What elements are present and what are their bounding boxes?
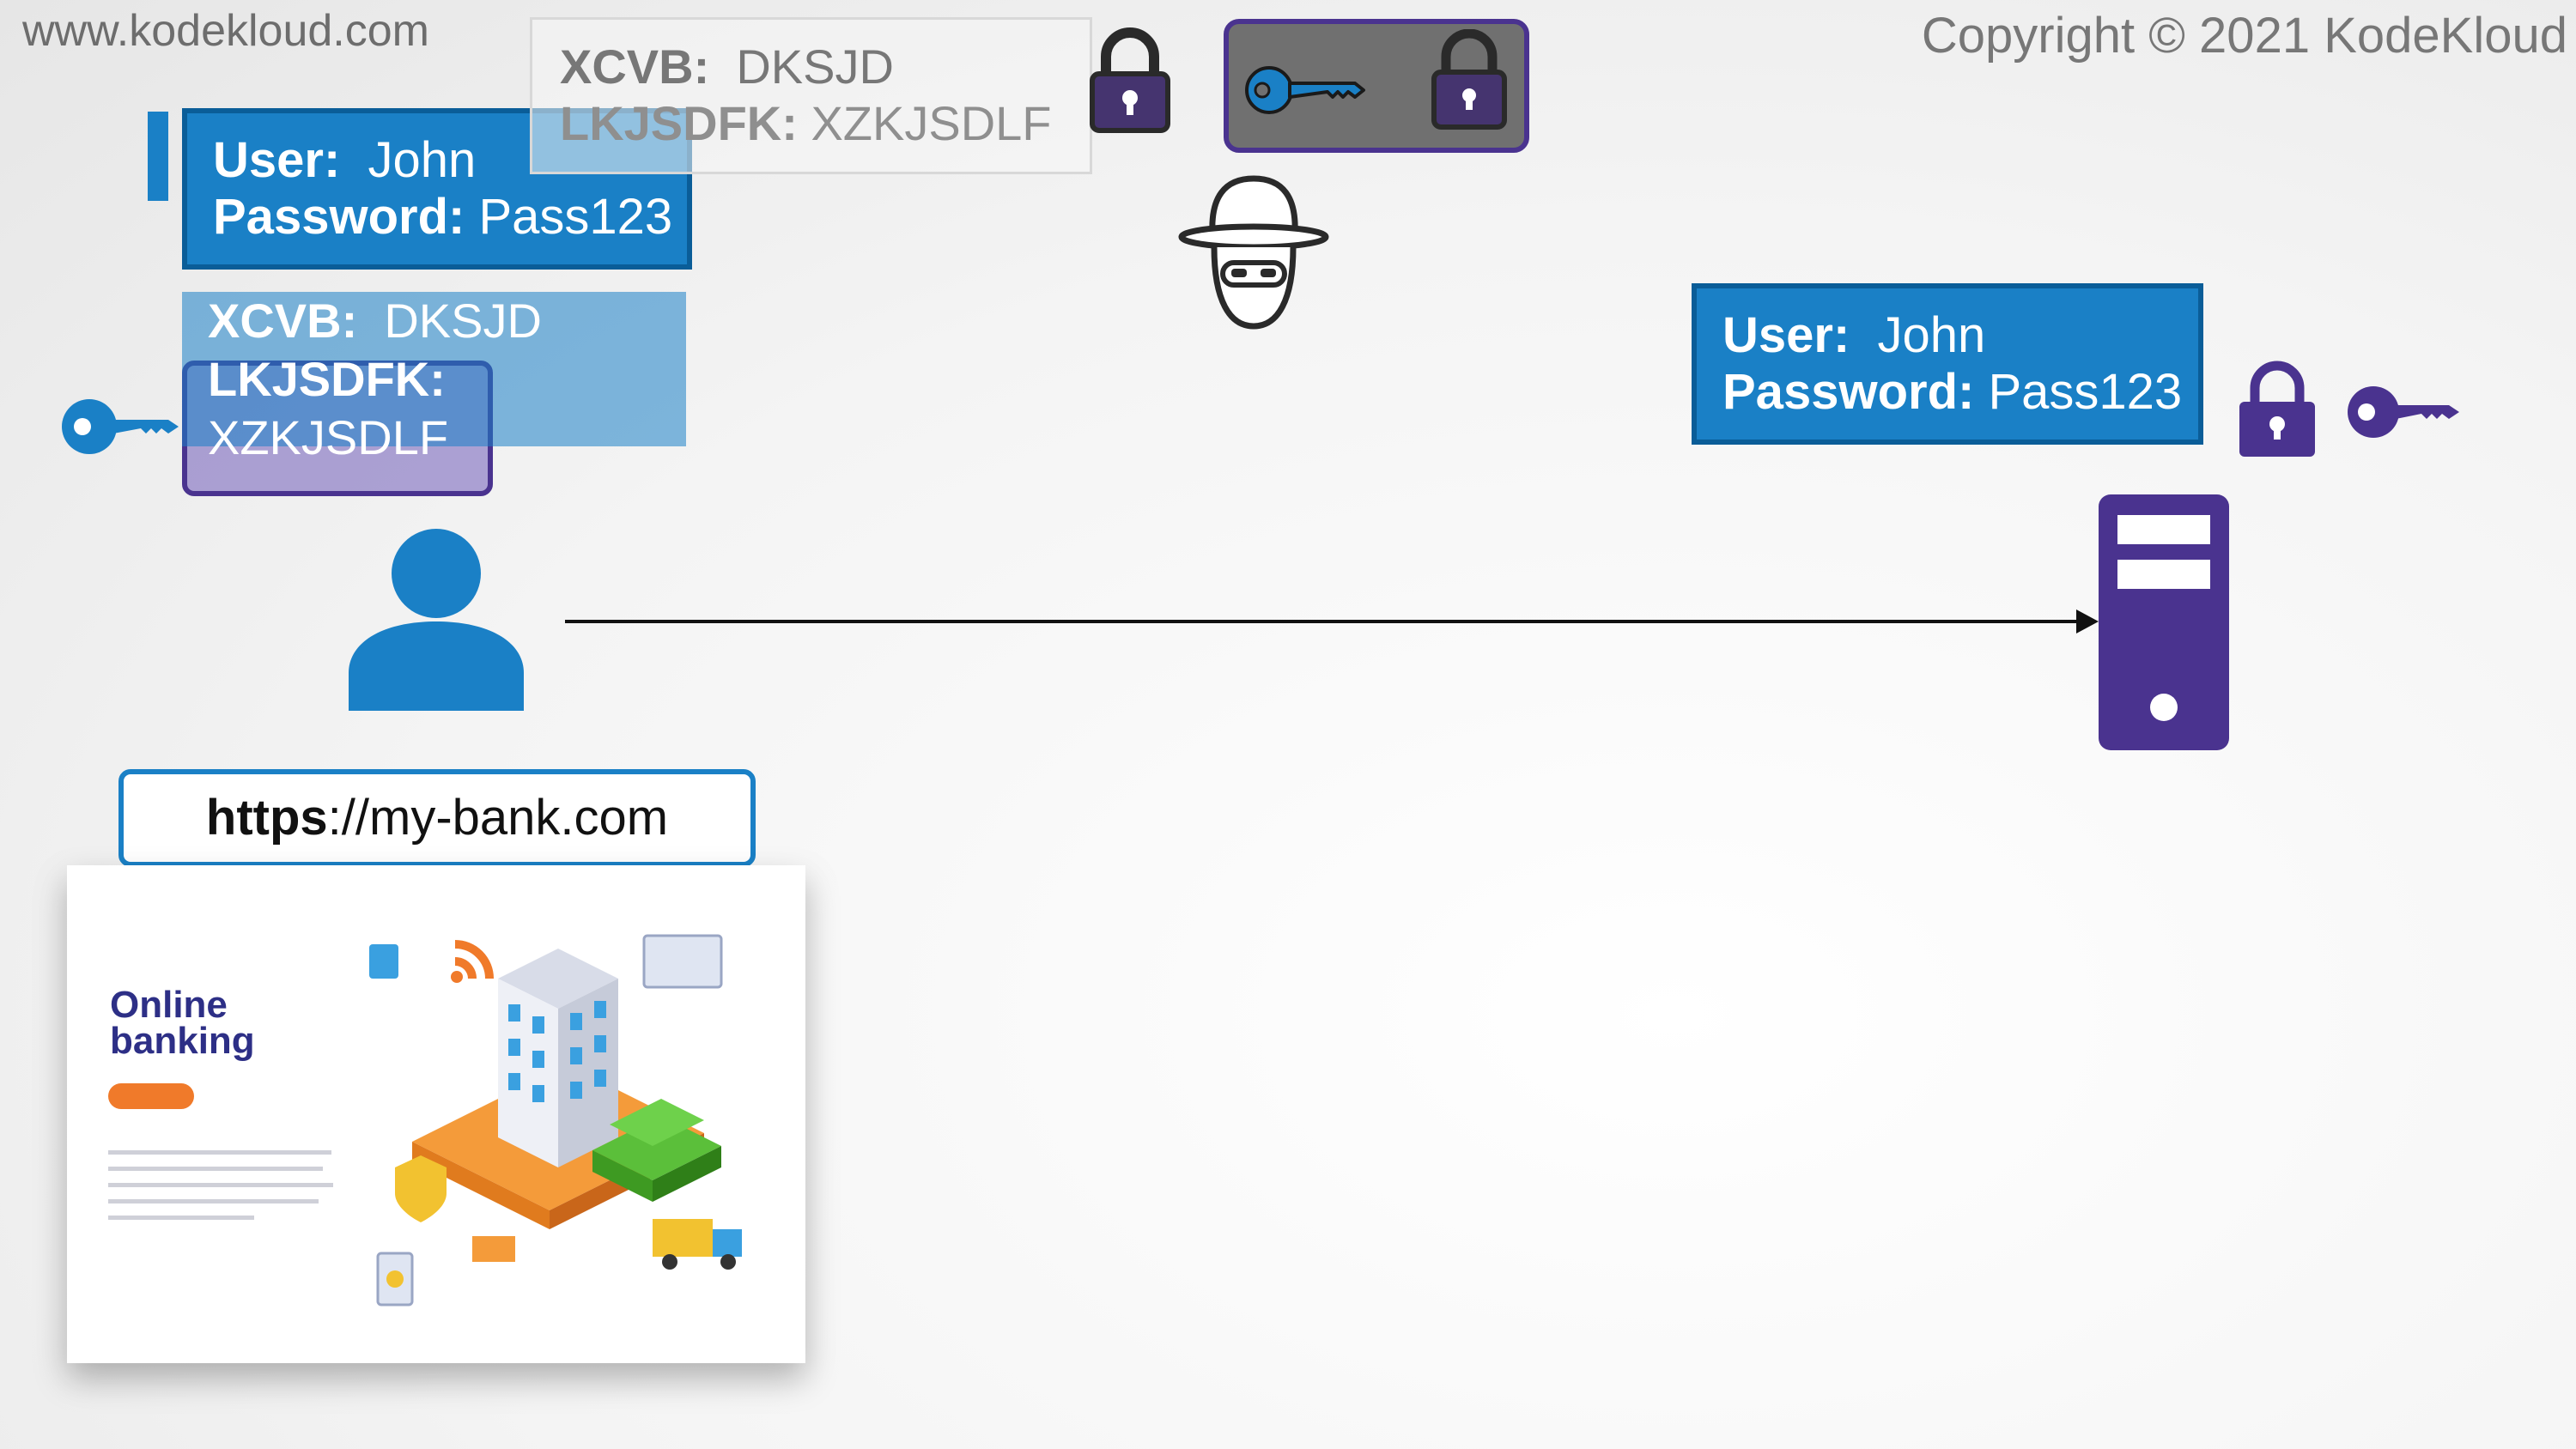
bank-title-line1: Online (110, 984, 228, 1026)
padlock-icon (1431, 29, 1507, 130)
client-password-label: Password: (213, 189, 465, 245)
client-cipher-line1-value: DKSJD (384, 294, 542, 348)
padlock-icon (2239, 361, 2315, 457)
client-cipher-line2-value: XZKJSDLF (208, 410, 449, 464)
server-password-value: Pass123 (1988, 364, 2183, 420)
address-bar[interactable]: https://my-bank.com (118, 769, 756, 867)
url-rest: ://my-bank.com (327, 790, 669, 846)
client-cipher-box: XCVB: DKSJD LKJSDFK: XZKJSDLF (182, 292, 686, 464)
server-credentials-box: User: John Password: Pass123 (1692, 283, 2203, 445)
client-cipher-line2-label: LKJSDFK: (208, 352, 446, 406)
client-cipher-line1-label: XCVB: (208, 294, 358, 348)
intercepted-line2-label: LKJSDFK: (560, 96, 798, 150)
client-user-value: John (368, 132, 477, 188)
get-started-button[interactable] (108, 1083, 194, 1109)
bank-page-title: Online banking (110, 984, 255, 1062)
key-icon (62, 399, 179, 454)
server-user-label: User: (1722, 307, 1850, 363)
server-user-value: John (1877, 307, 1986, 363)
key-icon (1245, 66, 1365, 114)
server-password-label: Password: (1722, 364, 1975, 420)
server-icon (2099, 494, 2229, 750)
bank-title-line2: banking (110, 1020, 255, 1062)
copyright: Copyright © 2021 KodeKloud (1921, 8, 2567, 64)
intercepted-line1-label: XCVB: (560, 39, 710, 94)
intercepted-cipher-box: XCVB: DKSJD LKJSDFK: XZKJSDLF (530, 17, 1092, 174)
request-arrow (565, 609, 2099, 634)
bank-body-text (108, 1150, 340, 1220)
user-icon (349, 529, 524, 711)
url-scheme: https (205, 790, 328, 846)
padlock-icon (1090, 27, 1170, 133)
intercepted-line1-value: DKSJD (736, 39, 894, 94)
client-user-label: User: (213, 132, 341, 188)
client-password-value: Pass123 (478, 189, 673, 245)
hacker-icon (1178, 175, 1329, 330)
key-icon (2348, 386, 2459, 438)
watermark: www.kodekloud.com (22, 6, 429, 56)
accent-bar (148, 112, 168, 201)
intercepted-line2-value: XZKJSDLF (811, 96, 1052, 150)
banking-illustration (369, 934, 742, 1307)
